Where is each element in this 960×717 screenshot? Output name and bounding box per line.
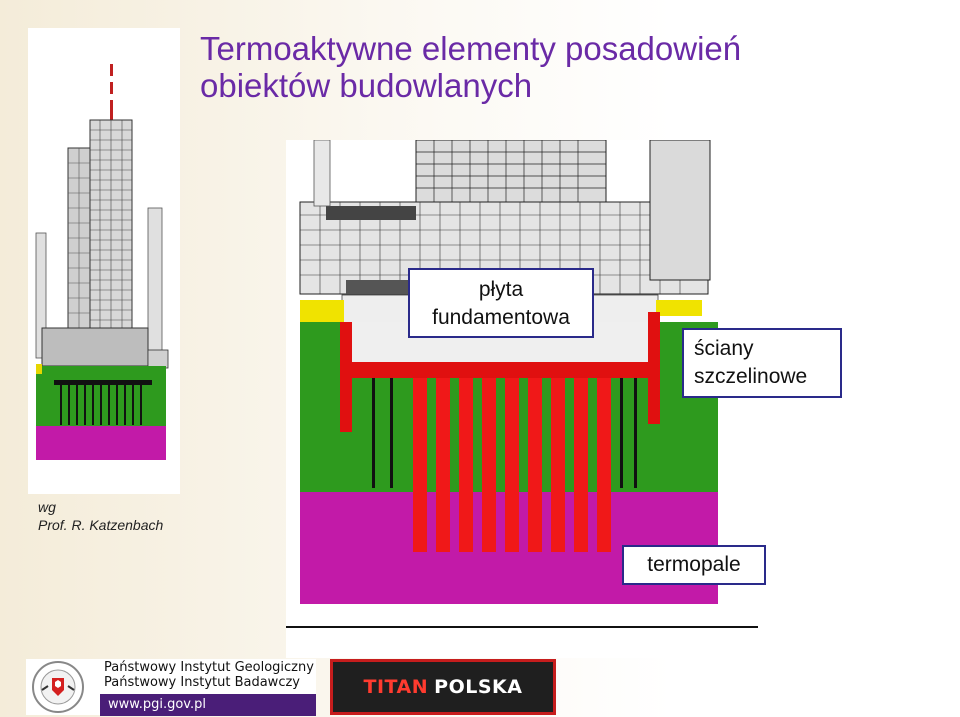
footer-institute-line-1: Państwowy Instytut Geologiczny [104, 660, 314, 675]
credit-line-2: Prof. R. Katzenbach [38, 517, 164, 533]
skyscraper-cross-section-figure [28, 28, 180, 494]
titan-logo-word-1: TITAN [363, 676, 429, 698]
footer-institute-line-2: Państwowy Instytut Badawczy [104, 675, 300, 690]
title-line-1: Termoaktywne elementy posadowień [200, 30, 742, 67]
title-line-2: obiektów budowlanych [200, 67, 533, 104]
footer-url-link[interactable]: www.pgi.gov.pl [100, 694, 316, 716]
callout-plyta-line-2: fundamentowa [432, 306, 570, 329]
titan-logo-word-2: POLSKA [434, 676, 523, 698]
slide-title: Termoaktywne elementy posadowień obiektó… [200, 30, 940, 104]
figure-credit: wg Prof. R. Katzenbach [38, 498, 163, 534]
credit-line-1: wg [38, 499, 56, 515]
callout-sciany-line-2: szczelinowe [694, 365, 808, 388]
callout-sciany-szczelinowe: ściany szczelinowe [682, 328, 842, 398]
callout-plyta-line-1: płyta [478, 278, 524, 301]
callout-termopale-text: termopale [647, 553, 741, 576]
pgi-emblem-icon [32, 661, 84, 713]
callout-termopale: termopale [622, 545, 766, 585]
footer-institute-name: Państwowy Instytut Geologiczny Państwowy… [104, 660, 314, 690]
callout-plyta-fundamentowa: płyta fundamentowa [408, 268, 594, 338]
titan-polska-logo: TITAN POLSKA [330, 659, 556, 715]
callout-sciany-line-1: ściany [694, 337, 754, 360]
